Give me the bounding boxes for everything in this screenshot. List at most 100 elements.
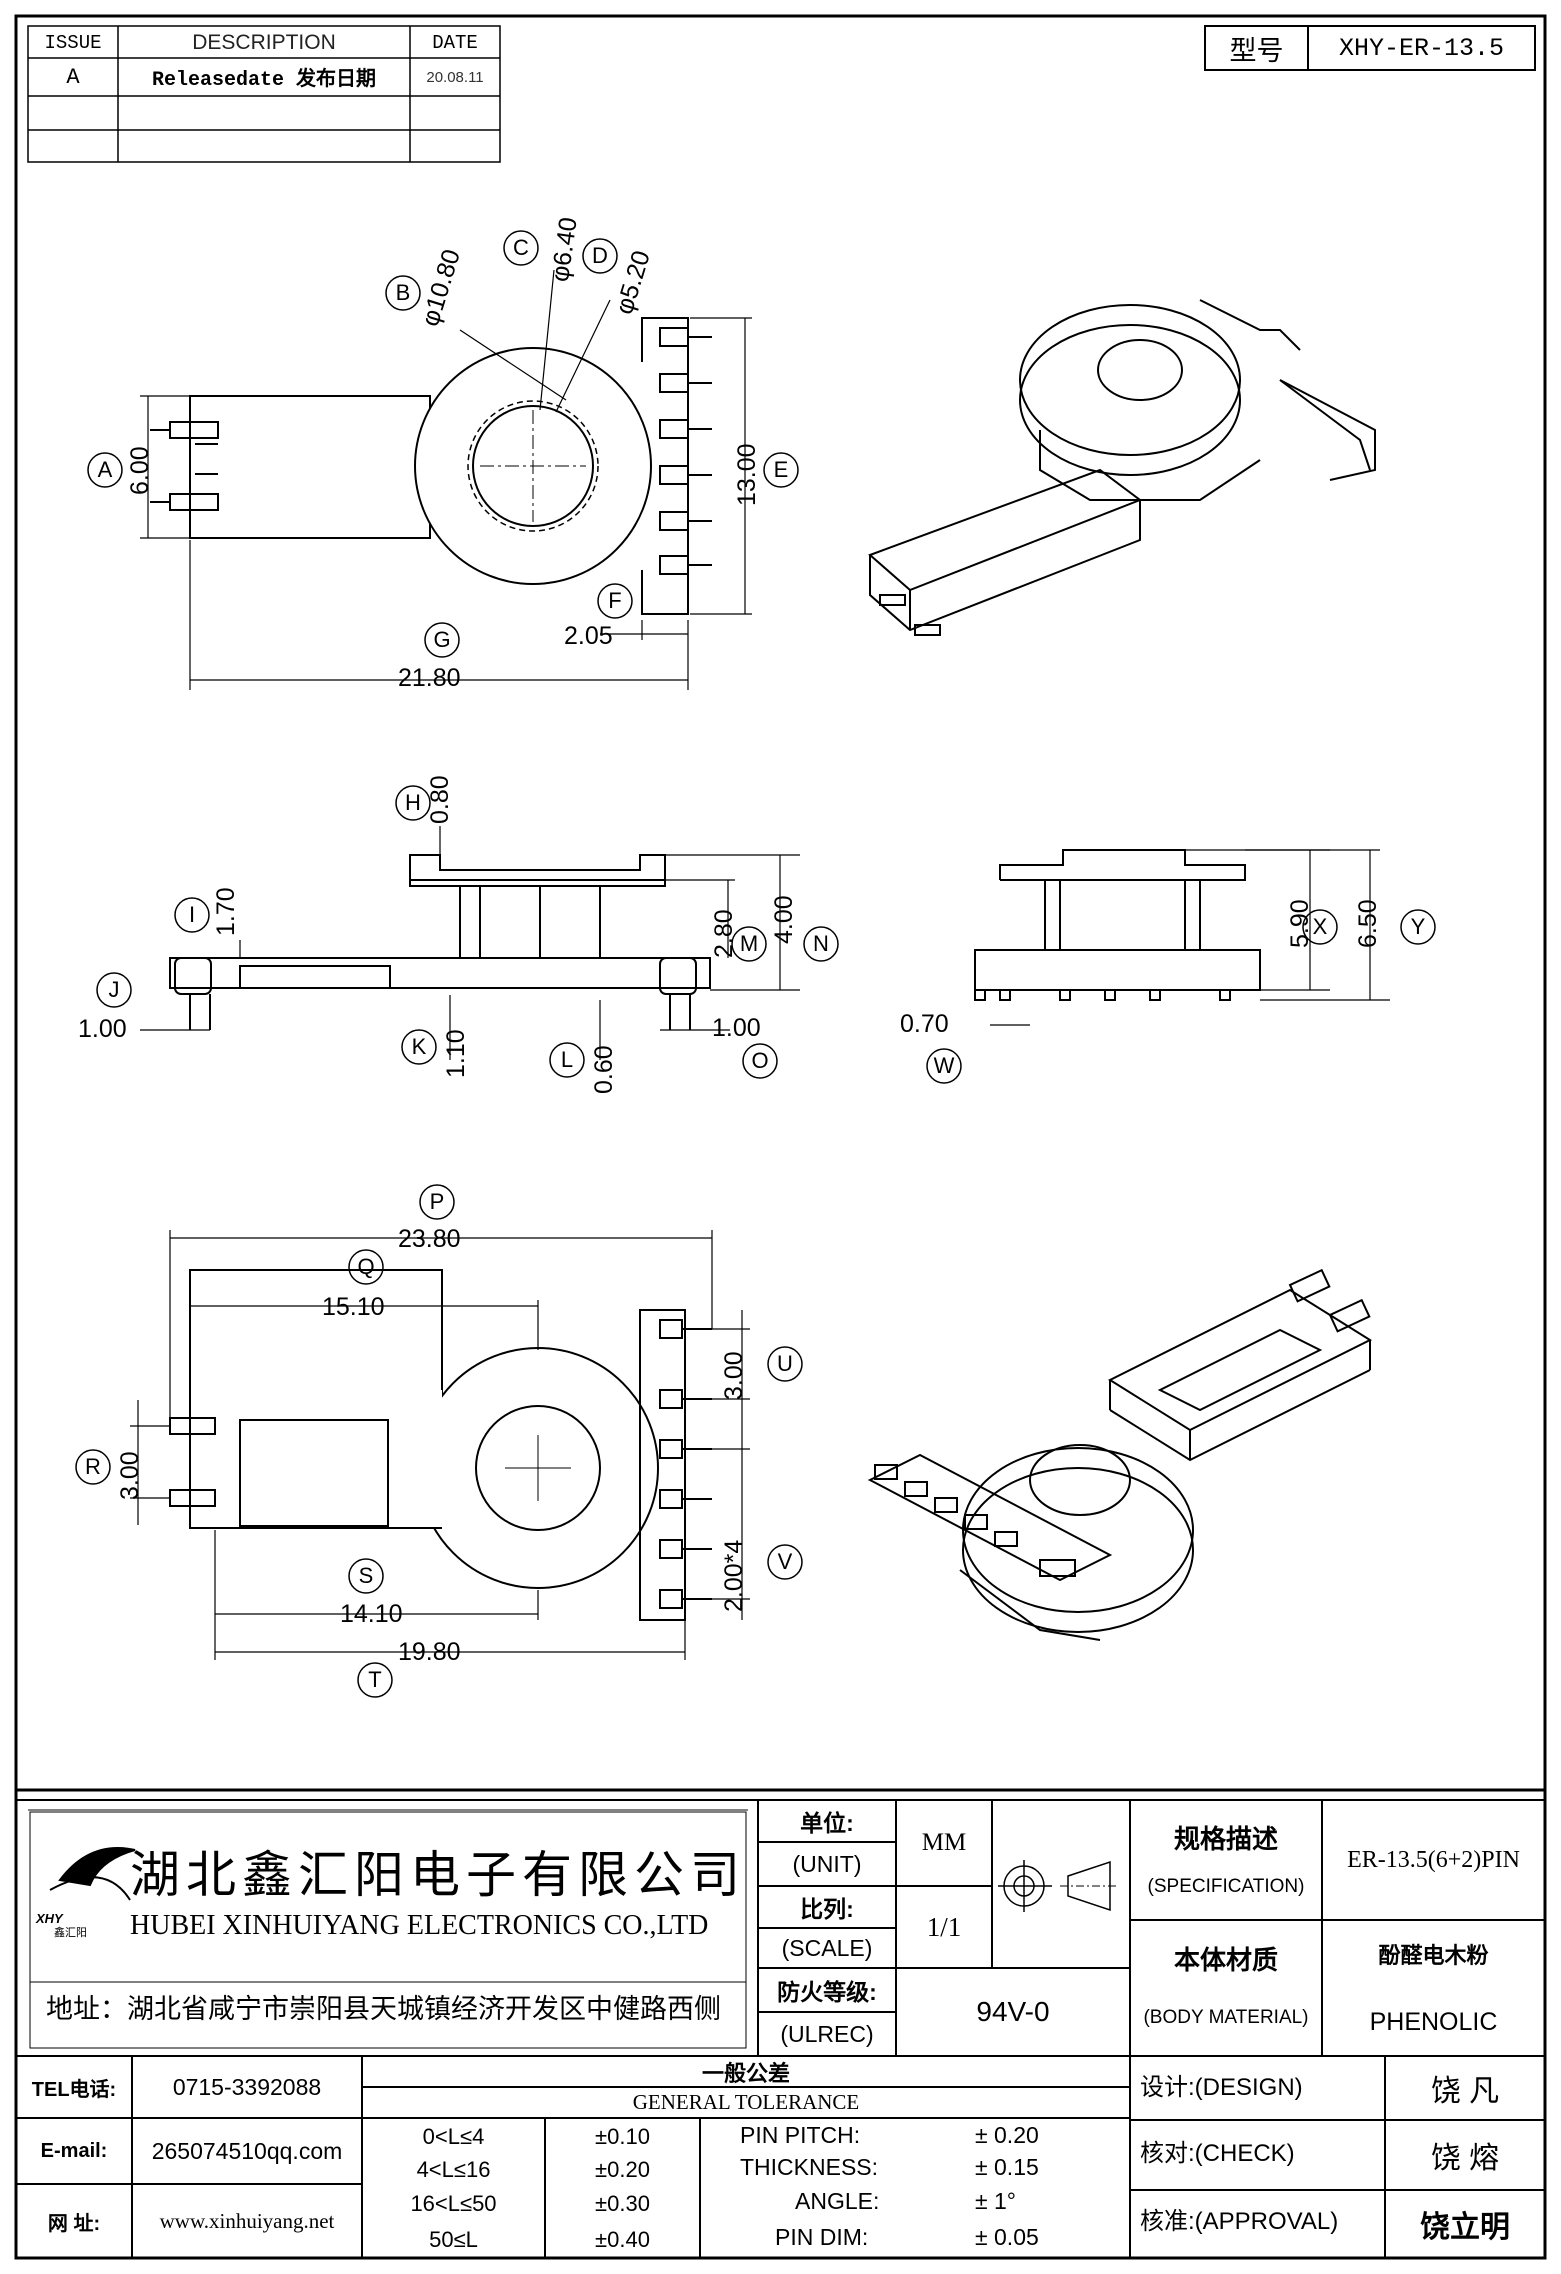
callout-C: C — [513, 235, 529, 260]
tolerance-title-en: GENERAL TOLERANCE — [632, 2090, 860, 2114]
material-value-en: PHENOLIC — [1369, 2007, 1498, 2036]
callout-Y: Y — [1410, 914, 1426, 939]
tol-param-pin-dim-value: ± 0.05 — [975, 2224, 1039, 2250]
model-box — [1204, 25, 1536, 71]
spec-value: ER-13.5(6+2)PIN — [1347, 1846, 1520, 1873]
iso-view-2 — [867, 1268, 1373, 1641]
callout-B: B — [395, 280, 411, 305]
tol-param-pin-pitch-label: PIN PITCH: — [740, 2122, 861, 2148]
callout-O: O — [751, 1048, 769, 1073]
tol-param-pin-pitch-value: ± 0.20 — [975, 2122, 1039, 2148]
callout-A: A — [97, 457, 113, 482]
rev-row-description: Releasedate 发布日期 — [151, 69, 377, 92]
projection-symbol-icon — [998, 1860, 1118, 1912]
tel-label: TEL电话: — [31, 2078, 117, 2101]
dim-M: 2.80 — [710, 909, 738, 958]
check-name: 饶 熔 — [1430, 2142, 1500, 2175]
rev-row-date: 20.08.11 — [426, 68, 484, 86]
dim-X: 5.90 — [1286, 899, 1314, 948]
dim-H: 0.80 — [426, 775, 454, 824]
dim-J: 1.00 — [78, 1015, 127, 1043]
material-value-cn: 酚醛电木粉 — [1378, 1943, 1489, 1968]
callout-J: J — [108, 977, 120, 1002]
dim-F: 2.05 — [564, 622, 613, 650]
check-label: 核对:(CHECK) — [1140, 2140, 1295, 2167]
scale-value: 1/1 — [926, 1911, 962, 1942]
top-view-dims — [140, 269, 752, 690]
company-name-en: HUBEI XINHUIYANG ELECTRONICS CO.,LTD — [130, 1910, 709, 1941]
callout-N: N — [813, 931, 829, 956]
tolerance-title-cn: 一般公差 — [701, 2060, 790, 2086]
callout-K: K — [411, 1034, 427, 1059]
callout-I: I — [188, 902, 196, 927]
tol-range-1: 0<L≤4 — [422, 2123, 485, 2149]
model-label: 型号 — [1229, 35, 1284, 66]
email-label: E-mail: — [40, 2139, 108, 2162]
design-name: 饶 凡 — [1430, 2075, 1500, 2108]
callout-circles — [75, 230, 1436, 1698]
tol-value-3: ±0.30 — [595, 2191, 650, 2216]
model-value: XHY-ER-13.5 — [1338, 33, 1505, 63]
callout-U: U — [777, 1351, 793, 1376]
dim-R: 3.00 — [116, 1451, 144, 1500]
rev-header-description: DESCRIPTION — [192, 31, 336, 54]
spec-label-en: (SPECIFICATION) — [1147, 1876, 1305, 1897]
side-view-dims — [140, 826, 800, 1060]
dim-V: 2.00*4 — [720, 1539, 748, 1612]
title-block-grid — [15, 1799, 1546, 2259]
revision-table-grid — [27, 25, 501, 163]
callout-L: L — [560, 1047, 574, 1072]
dim-N: 4.00 — [770, 895, 798, 944]
tol-value-4: ±0.40 — [595, 2227, 650, 2252]
callout-H: H — [405, 790, 421, 815]
company-name-cn: 湖北鑫汇阳电子有限公司 — [130, 1847, 746, 1903]
spec-label-cn: 规格描述 — [1173, 1823, 1278, 1854]
dim-U: 3.00 — [720, 1351, 748, 1400]
unit-label-cn: 单位: — [800, 1810, 854, 1836]
iso-view-1 — [868, 299, 1376, 636]
dim-T: 19.80 — [398, 1638, 461, 1666]
callout-V: V — [777, 1549, 793, 1574]
tol-range-4: 50≤L — [429, 2227, 478, 2252]
callout-R: R — [85, 1454, 101, 1479]
unit-value: MM — [921, 1829, 967, 1856]
approval-name: 饶立明 — [1420, 2211, 1510, 2244]
email-value: 265074510qq.com — [151, 2137, 343, 2164]
callout-M: M — [739, 931, 759, 956]
end-view-dims — [990, 849, 1390, 1026]
approval-label: 核准:(APPROVAL) — [1140, 2208, 1339, 2235]
tel-value: 0715-3392088 — [172, 2073, 322, 2100]
logo-text: XHY — [36, 1911, 63, 1926]
dim-A: 6.00 — [126, 446, 154, 495]
callout-D: D — [592, 243, 608, 268]
callout-F: F — [608, 588, 622, 613]
callout-T: T — [368, 1667, 382, 1692]
design-label: 设计:(DESIGN) — [1140, 2074, 1303, 2101]
logo-subtext: 鑫汇阳 — [54, 1927, 87, 1939]
callout-P: P — [429, 1189, 445, 1214]
side-view — [169, 854, 711, 1030]
dim-Y: 6.50 — [1354, 899, 1382, 948]
dim-O: 1.00 — [712, 1014, 761, 1042]
tol-range-3: 16<L≤50 — [410, 2191, 497, 2216]
callout-Q: Q — [357, 1254, 375, 1279]
callout-X: X — [1312, 914, 1328, 939]
ul-label-cn: 防火等级: — [777, 1979, 877, 2005]
material-label-en: (BODY MATERIAL) — [1143, 2007, 1309, 2028]
tol-value-1: ±0.10 — [595, 2123, 650, 2149]
callout-S: S — [358, 1563, 374, 1588]
dim-E: 13.00 — [733, 443, 761, 506]
top-view — [150, 317, 712, 615]
unit-label-en: (UNIT) — [792, 1850, 862, 1877]
ul-label-en: (ULREC) — [780, 2020, 874, 2047]
ul-value: 94V-0 — [976, 1996, 1050, 2027]
dim-P: 23.80 — [398, 1225, 461, 1253]
web-label: 网 址: — [47, 2212, 101, 2235]
callout-W: W — [933, 1053, 955, 1078]
dim-L: 0.60 — [590, 1045, 618, 1094]
end-view — [974, 849, 1261, 1001]
callout-G: G — [433, 627, 451, 652]
rev-row-issue: A — [66, 64, 80, 90]
